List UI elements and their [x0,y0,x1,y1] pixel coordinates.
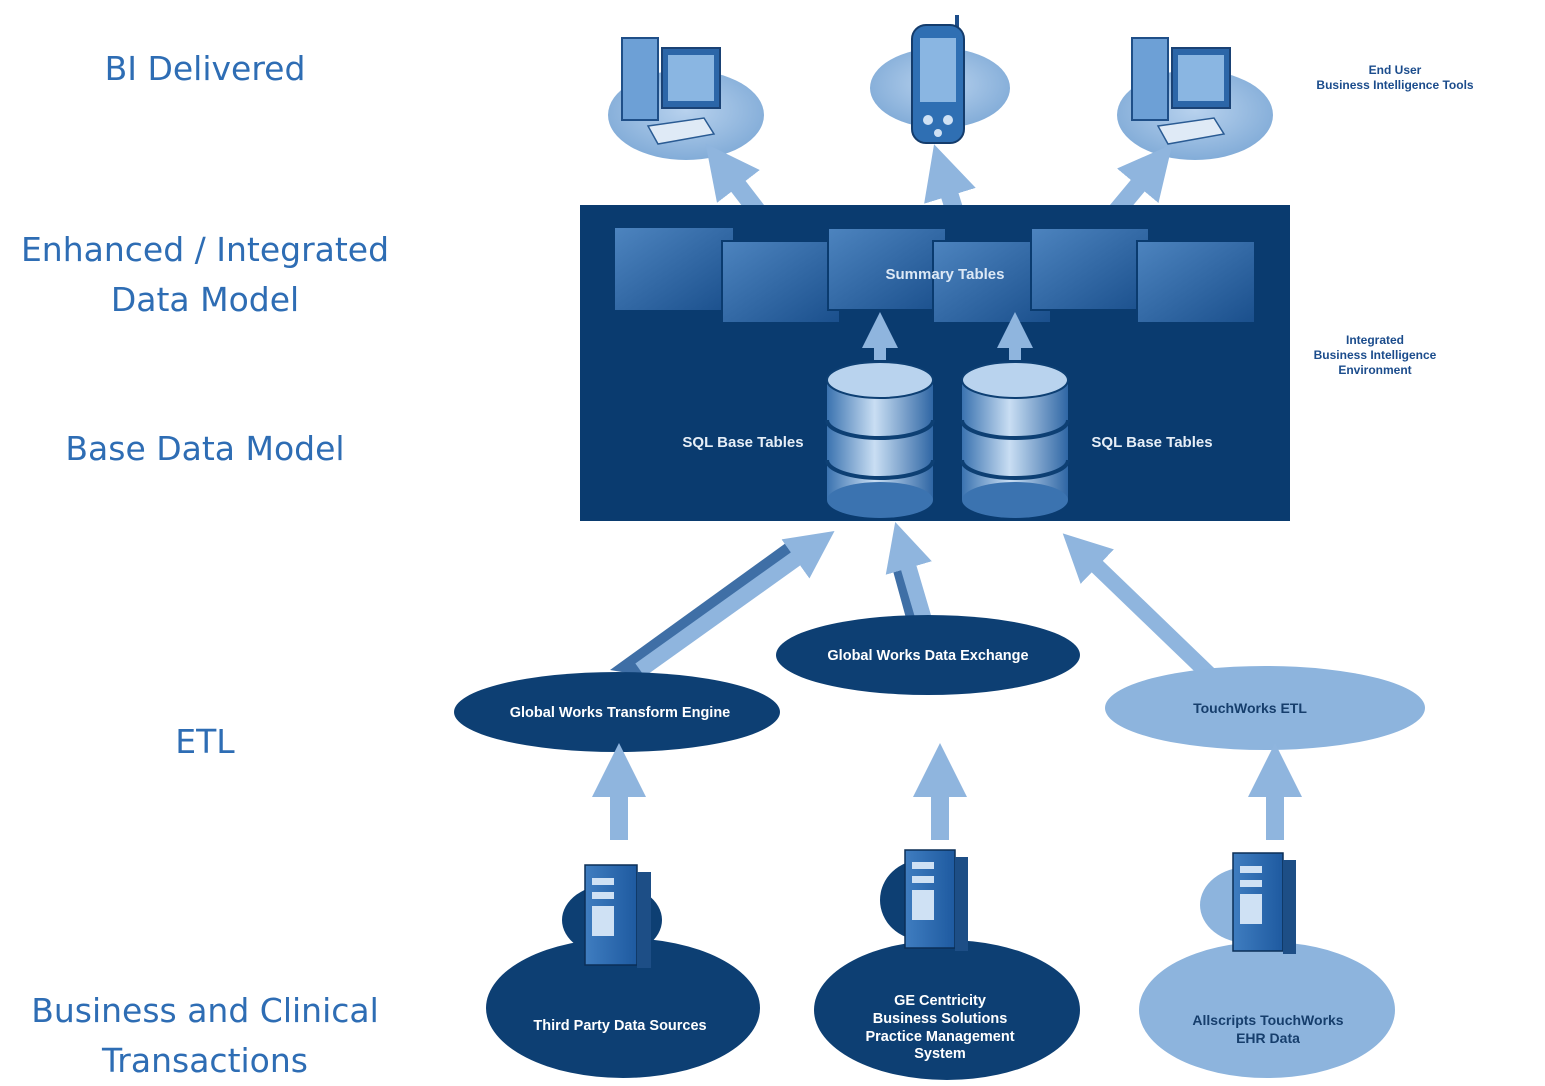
bi-environment-panel: Summary Tables SQL Base Tables SQL Base … [580,205,1290,521]
etl-data-exchange: Global Works Data Exchange [776,615,1080,695]
source-ellipse [486,938,760,1078]
source-ellipse [1139,942,1395,1078]
mobile-device-middle [870,15,1010,144]
etl-ellipse [454,672,780,752]
summary-table-tile [615,228,733,310]
transform-engine-label: Global Works Transform Engine [510,705,731,721]
data-exchange-label: Global Works Data Exchange [827,648,1028,664]
etl-ellipse [1105,666,1425,750]
side-note-end-user: End User Business Intelligence Tools [1316,63,1474,92]
touchworks-etl-label: TouchWorks ETL [1193,700,1307,716]
allscripts-line-2: EHR Data [1236,1030,1300,1046]
pc-keyboard [646,117,716,145]
etl-ellipse [776,615,1080,695]
pc-screen [668,55,714,101]
etl-transform-engine: Global Works Transform Engine [454,672,780,752]
pc-tower [621,37,659,121]
sql-base-tables-right-label: SQL Base Tables [1091,434,1212,451]
source-third-party: Third Party Data Sources [486,864,760,1078]
third-party-label: Third Party Data Sources [533,1018,706,1034]
arrows-to-etl [592,743,1302,840]
side-note-environment: Integrated Business Intelligence Environ… [1313,333,1437,377]
layer-label-transactions: Business and Clinical Transactions [31,991,379,1080]
source-ellipse [814,940,1080,1080]
summary-tables-label: Summary Tables [886,266,1005,283]
ge-line-2: Business Solutions [873,1011,1008,1027]
source-allscripts: Allscripts TouchWorks EHR Data [1139,852,1395,1078]
ge-line-3: Practice Management [865,1029,1014,1045]
pc-keyboard [1156,117,1226,145]
layer-label-base-model: Base Data Model [65,429,345,468]
pc-tower [1131,37,1169,121]
pda-screen [920,38,956,102]
pc-screen [1178,55,1224,101]
summary-table-tile [721,240,841,324]
sql-base-tables-left-label: SQL Base Tables [682,434,803,451]
summary-table-tile [1030,227,1150,311]
desktop-computer-left [608,37,764,160]
arrow-transform-to-panel [635,531,835,677]
arrows-to-panel [610,521,1221,686]
ge-line-1: GE Centricity [894,993,986,1009]
allscripts-line-1: Allscripts TouchWorks [1192,1012,1343,1028]
layer-label-etl: ETL [175,722,235,761]
source-ge-centricity: GE Centricity Business Solutions Practic… [814,849,1080,1080]
database-cylinder-right [960,361,1070,518]
desktop-computer-right [1117,37,1273,160]
summary-table-tile [1136,240,1256,324]
etl-touchworks: TouchWorks ETL [1105,666,1425,750]
database-cylinder-left [825,361,935,518]
layer-label-enhanced-model: Enhanced / Integrated Data Model [20,230,390,319]
summary-table-tile [827,227,947,311]
layer-label-bi-delivered: BI Delivered [104,49,306,88]
arrow-touchworks-to-panel [1062,533,1221,686]
ge-line-4: System [914,1046,966,1062]
